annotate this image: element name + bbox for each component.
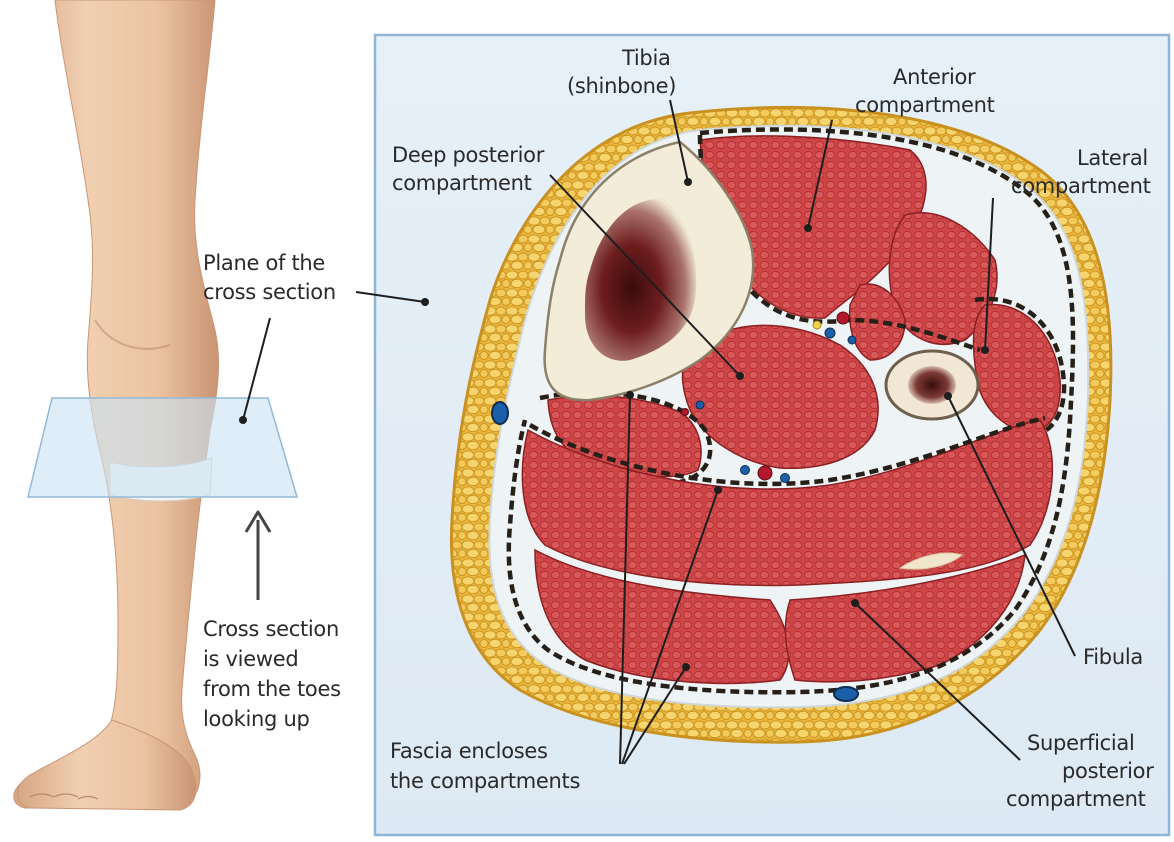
tibia-label-line2: (shinbone) bbox=[567, 74, 676, 98]
plane-label-line1: Plane of the bbox=[203, 251, 325, 275]
cross-section-label-line1: Cross section bbox=[203, 617, 339, 641]
fibula-label: Fibula bbox=[1083, 645, 1143, 669]
cross-section-label-line2: is viewed bbox=[203, 647, 298, 671]
cross-section-label-line3: from the toes bbox=[203, 677, 341, 701]
deep-posterior-label-line1: Deep posterior bbox=[392, 143, 545, 167]
cross-section-label-line4: looking up bbox=[203, 707, 309, 731]
anterior-label-line2: compartment bbox=[855, 93, 995, 117]
superficial-label-line3: compartment bbox=[1006, 787, 1146, 811]
anterior-label-line1: Anterior bbox=[893, 65, 976, 89]
plane-label-line2: cross section bbox=[203, 280, 336, 304]
lateral-label-line1: Lateral bbox=[1077, 146, 1148, 170]
superficial-label-line1: Superficial bbox=[1027, 731, 1135, 755]
cross-section bbox=[451, 107, 1110, 742]
lateral-label-line2: compartment bbox=[1011, 174, 1151, 198]
fascia-label-line1: Fascia encloses bbox=[390, 739, 548, 763]
superficial-label-line2: posterior bbox=[1062, 759, 1154, 783]
tibia-label-line1: Tibia bbox=[621, 46, 671, 70]
cross-section-plane bbox=[28, 398, 297, 497]
fascia-label-line2: the compartments bbox=[390, 769, 580, 793]
view-direction-arrow-icon bbox=[246, 512, 270, 600]
deep-posterior-label-line2: compartment bbox=[392, 171, 532, 195]
